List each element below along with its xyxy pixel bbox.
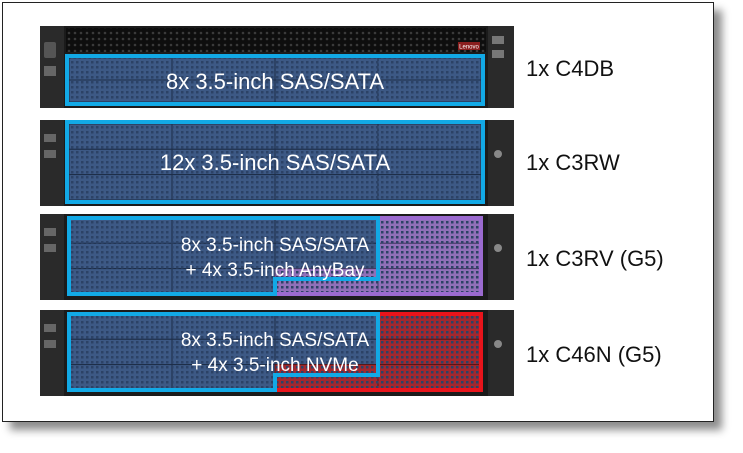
power-button-icon: [494, 340, 502, 348]
sas-sata-outline: [65, 120, 485, 204]
usb-port-icon: [44, 228, 56, 236]
drive-bays: [68, 123, 482, 201]
usb-port-icon: [44, 244, 56, 252]
usb-port-icon: [44, 324, 56, 332]
usb-port-icon: [44, 150, 56, 158]
config-label-c3rv: 1x C3RV (G5): [526, 246, 664, 271]
left-ear: [40, 214, 64, 300]
vent-grille: [66, 28, 486, 52]
drive-bays: [68, 313, 482, 391]
config-description-addon: + 4x 3.5-inch AnyBay: [185, 260, 365, 281]
power-button-icon: [494, 150, 502, 158]
config-description-addon: + 4x 3.5-inch NVMe: [191, 355, 358, 376]
usb-port-icon: [44, 134, 56, 142]
server-c3rv: 8x 3.5-inch SAS/SATA + 4x 3.5-inch AnyBa…: [40, 214, 514, 300]
right-ear: [488, 120, 514, 206]
usb-port-icon: [492, 50, 504, 58]
brand-logo-badge: [458, 42, 480, 50]
server-c4db: Lenovo 8x 3.5-inch SAS/SATA: [40, 26, 514, 108]
left-ear: [40, 310, 64, 396]
sas-sata-outline: [67, 216, 380, 296]
usb-port-icon: [492, 36, 504, 44]
server-c46n: 8x 3.5-inch SAS/SATA + 4x 3.5-inch NVMe: [40, 310, 514, 396]
left-ear: [40, 120, 64, 206]
sas-sata-outline: [65, 54, 485, 106]
right-ear: [488, 310, 514, 396]
drive-bays: [68, 57, 482, 103]
usb-port-icon: [44, 340, 56, 348]
brand-logo: Lenovo: [459, 45, 479, 51]
config-label-c4db: 1x C4DB: [526, 56, 615, 81]
usb-port-icon: [44, 66, 56, 76]
vga-port-icon: [44, 42, 56, 58]
config-description: 12x 3.5-inch SAS/SATA: [160, 150, 391, 175]
sas-sata-outline: [67, 312, 380, 392]
config-label-c3rw: 1x C3RW: [526, 150, 620, 175]
right-ear: [488, 214, 514, 300]
power-button-icon: [494, 244, 502, 252]
server-c3rw: 12x 3.5-inch SAS/SATA: [40, 120, 514, 206]
config-label-c46n: 1x C46N (G5): [526, 342, 662, 367]
config-description: 8x 3.5-inch SAS/SATA: [181, 330, 370, 351]
config-description: 8x 3.5-inch SAS/SATA: [166, 69, 384, 94]
config-description: 8x 3.5-inch SAS/SATA: [181, 235, 370, 256]
